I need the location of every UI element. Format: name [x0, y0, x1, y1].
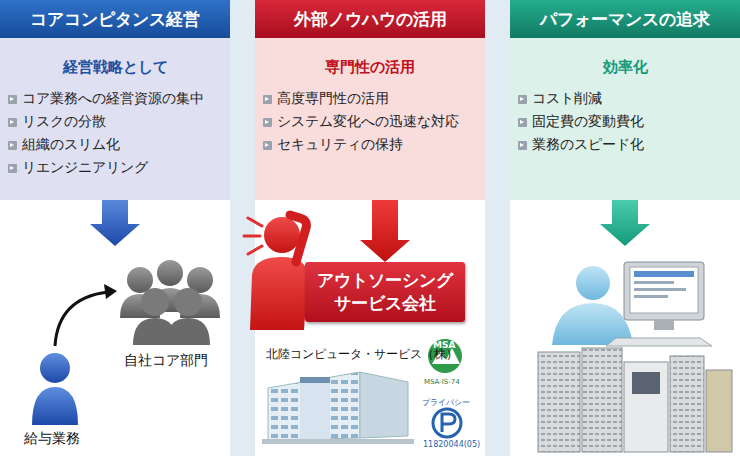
panel: 効率化コスト削減固定費の変動費化業務のスピード化	[510, 38, 740, 200]
block-arrow	[360, 200, 410, 262]
monitor	[606, 262, 712, 346]
bullet-item: 業務のスピード化	[532, 136, 644, 154]
bullet-marker	[8, 164, 17, 173]
bullet-marker	[8, 118, 17, 127]
panel: 経営戦略としてコア業務への経営資源の集中リスクの分散組織のスリム化リエンジニアリ…	[0, 38, 230, 200]
panel: 専門性の活用高度専門性の活用システム変化への迅速な対応セキュリティの保持	[255, 38, 485, 200]
bullet-item: 組織のスリム化	[22, 136, 120, 154]
bullet-marker	[263, 141, 272, 150]
bullet-item: リエンジニアリング	[22, 159, 148, 177]
building	[262, 372, 414, 444]
bullet-item: システム変化への迅速な対応	[277, 113, 459, 131]
operator-figure	[552, 266, 633, 345]
bullet-item: 高度専門性の活用	[277, 90, 389, 108]
label: 北陸コンピュータ・サービス（株）	[266, 346, 458, 363]
bullet-marker	[8, 95, 17, 104]
process-box: アウトソーシング サービス会社	[305, 262, 465, 322]
payroll-person	[32, 353, 78, 425]
bullet-marker	[263, 95, 272, 104]
panel-heading: 効率化	[510, 58, 740, 77]
core-group-figure	[120, 260, 220, 345]
header-text: パフォーマンスの追求	[540, 8, 710, 31]
bullet-marker	[518, 141, 527, 150]
curved-arrow	[55, 284, 117, 346]
bullet-item: セキュリティの保持	[277, 136, 403, 154]
bullet-item: コア業務への経営資源の集中	[22, 90, 204, 108]
bullet-item: コスト削減	[532, 90, 602, 108]
header-bar: 外部ノウハウの活用	[255, 0, 485, 38]
box-text: アウトソーシング サービス会社	[315, 269, 455, 315]
bullet-marker	[518, 118, 527, 127]
bullet-item: 固定費の変動費化	[532, 113, 644, 131]
bullet-marker	[8, 141, 17, 150]
header-bar: コアコンピタンス経営	[0, 0, 230, 38]
panel-heading: 経営戦略として	[0, 58, 230, 77]
panel-heading: 専門性の活用	[255, 58, 485, 77]
server-racks	[538, 348, 732, 452]
header-text: 外部ノウハウの活用	[294, 8, 447, 31]
label: プライバシー	[422, 397, 470, 408]
label: MSA-IS-74	[424, 378, 460, 386]
label: 11820044(05)	[423, 440, 480, 449]
label: 給与業務	[24, 430, 80, 448]
bullet-marker	[518, 95, 527, 104]
header-bar: パフォーマンスの追求	[510, 0, 740, 38]
label: MSA	[433, 340, 455, 350]
header-text: コアコンピタンス経営	[30, 8, 200, 31]
label: 自社コア部門	[124, 352, 208, 370]
bullet-item: リスクの分散	[22, 113, 106, 131]
privacy-mark	[433, 409, 461, 437]
down-arrow	[90, 196, 650, 246]
shouting-person	[244, 215, 308, 330]
bullet-marker	[263, 118, 272, 127]
